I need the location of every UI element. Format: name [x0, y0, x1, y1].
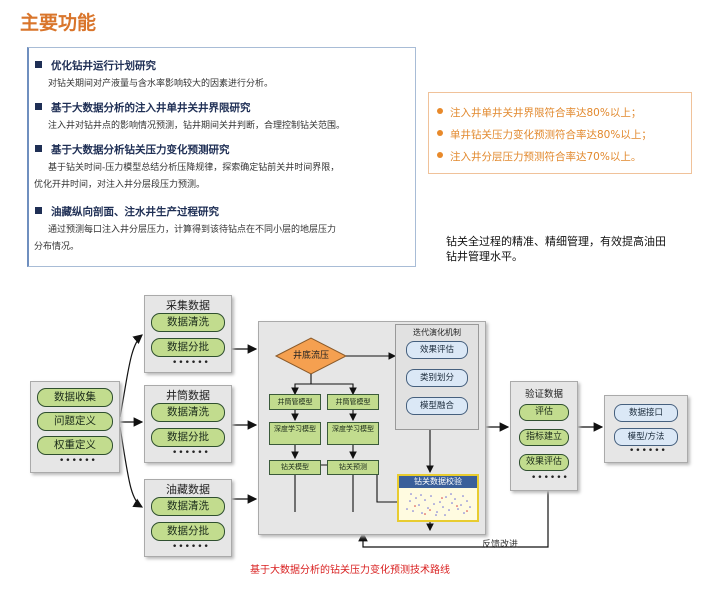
source-item: 数据清洗	[151, 403, 225, 422]
output-item: 数据接口	[614, 404, 678, 422]
research-panel: 优化钻井运行计划研究 对钻关期间对产液量与含水率影响较大的因素进行分析。 基于大…	[27, 47, 416, 267]
model-box: 井筒管模型	[327, 394, 379, 410]
source-label: 采集数据	[166, 299, 210, 312]
source-panel: 采集数据 数据清洗 数据分批 ••••••	[144, 295, 232, 373]
decision-label: 井底流压	[292, 351, 329, 361]
summary-text: 钻关全过程的精准、精细管理，有效提高油田钻井管理水平。	[446, 235, 666, 263]
goal-item: 单井钻关压力变化预测符合率达80%以上；	[437, 127, 652, 142]
model-box: 井筒管模型	[269, 394, 321, 410]
section-body-1: 对钻关期间对产液量与含水率影响较大的因素进行分析。	[48, 79, 274, 89]
bullet-square-icon	[35, 207, 42, 214]
iteration-panel: 迭代演化机制 效果评估 类别划分 模型融合	[395, 324, 479, 430]
more-dots: ••••••	[531, 473, 569, 483]
page-title: 主要功能	[20, 12, 97, 34]
iteration-item: 效果评估	[406, 341, 468, 359]
validation-item: 指标建立	[519, 429, 569, 446]
bullet-square-icon	[35, 61, 42, 68]
bullet-square-icon	[35, 145, 42, 152]
bullet-dot-icon	[437, 152, 443, 158]
goal-item: 注入井分层压力预测符合率达70%以上。	[437, 149, 641, 164]
section-body-2: 注入井对钻井点的影响情况预测，钻井期间关井判断，合理控制钻关范围。	[48, 121, 346, 131]
model-box: 钻关预测	[327, 460, 379, 475]
validation-label: 验证数据	[524, 389, 563, 400]
input-item: 数据收集	[37, 388, 113, 407]
more-dots: ••••••	[172, 358, 210, 368]
iteration-item: 模型融合	[406, 397, 468, 415]
iteration-item: 类别划分	[406, 369, 468, 387]
bullet-square-icon	[35, 103, 42, 110]
more-dots: ••••••	[172, 542, 210, 552]
model-box: 钻关模型	[269, 460, 321, 475]
more-dots: ••••••	[629, 446, 667, 456]
source-item: 数据分批	[151, 522, 225, 541]
core-model-panel: 井底流压 井筒管模型 井筒管模型 深度学习模型 深度学习模型 钻关模型 钻关预测…	[258, 321, 486, 535]
bullet-dot-icon	[437, 130, 443, 136]
output-panel: 数据接口 模型/方法 ••••••	[604, 395, 688, 463]
tech-route-diagram: 数据收集 问题定义 权重定义 •••••• 采集数据 数据清洗 数据分批 •••…	[0, 285, 710, 595]
validation-item: 效果评估	[519, 454, 569, 471]
input-panel: 数据收集 问题定义 权重定义 ••••••	[30, 381, 120, 473]
section-heading-4: 油藏纵向剖面、注水井生产过程研究	[35, 204, 219, 219]
section-body-3: 基于钻关时间-压力模型总结分析压降规律，探索确定钻前关井时间界限， 优化开井时间…	[34, 163, 340, 190]
model-box: 深度学习模型	[269, 422, 321, 445]
source-panel: 油藏数据 数据清洗 数据分批 ••••••	[144, 479, 232, 557]
source-item: 数据清洗	[151, 313, 225, 332]
source-panel: 井筒数据 数据清洗 数据分批 ••••••	[144, 385, 232, 463]
source-item: 数据分批	[151, 338, 225, 357]
section-heading-1: 优化钻井运行计划研究	[35, 58, 156, 73]
scatter-thumbnail-icon	[406, 493, 471, 516]
validation-item: 评估	[519, 404, 569, 421]
source-label: 井筒数据	[166, 389, 210, 402]
section-body-4: 通过预测每口注入井分层压力，计算得到该待钻点在不同小层的地层压力 分布情况。	[34, 225, 337, 252]
model-box: 深度学习模型	[327, 422, 379, 445]
check-label: 钻关数据校验	[399, 476, 477, 488]
goals-box: 注入井单井关井界限符合率达80%以上； 单井钻关压力变化预测符合率达80%以上；…	[428, 92, 692, 174]
connector-lines	[119, 334, 604, 548]
source-item: 数据分批	[151, 428, 225, 447]
more-dots: ••••••	[59, 456, 97, 466]
validation-panel: 验证数据 评估 指标建立 效果评估 ••••••	[510, 381, 578, 491]
core-flow-lines	[274, 337, 434, 532]
section-heading-3: 基于大数据分析钻关压力变化预测研究	[35, 142, 230, 157]
diagram-caption: 基于大数据分析的钻关压力变化预测技术路线	[250, 565, 450, 576]
goal-item: 注入井单井关井界限符合率达80%以上；	[437, 105, 641, 120]
more-dots: ••••••	[172, 448, 210, 458]
output-item: 模型/方法	[614, 428, 678, 446]
bullet-dot-icon	[437, 108, 443, 114]
source-item: 数据清洗	[151, 497, 225, 516]
input-item: 权重定义	[37, 436, 113, 455]
section-heading-2: 基于大数据分析的注入井单井关井界限研究	[35, 100, 251, 115]
input-item: 问题定义	[37, 412, 113, 431]
iteration-label: 迭代演化机制	[413, 328, 461, 337]
source-label: 油藏数据	[166, 483, 210, 496]
feedback-label: 反馈改进	[482, 540, 519, 550]
drilling-check-panel: 钻关数据校验	[397, 474, 479, 522]
